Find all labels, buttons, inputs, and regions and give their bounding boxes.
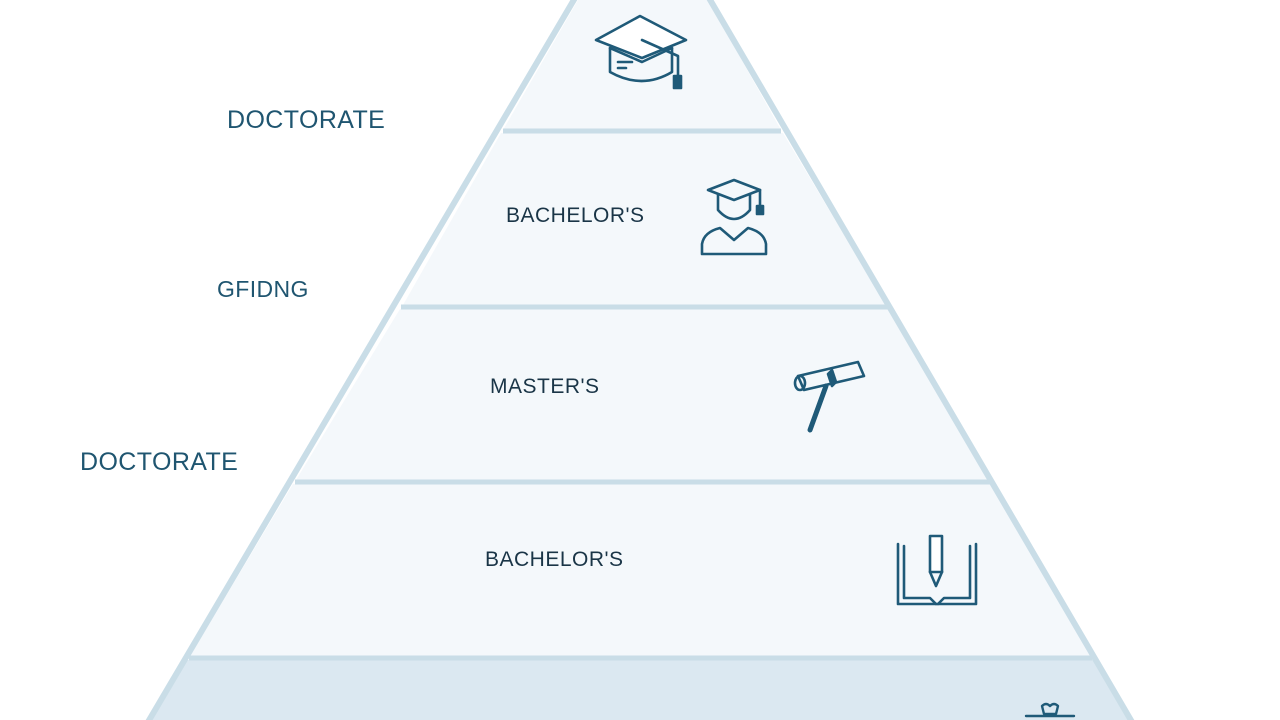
tier-1-shape [503,0,781,130]
diploma-scroll-icon [792,358,874,438]
pyramid-left-edge [145,0,578,720]
pyramid-right-edge [706,0,1135,720]
base-symbol-icon [1024,702,1076,720]
tier-2-label: BACHELOR'S [506,204,645,227]
tier-3-label: MASTER'S [490,375,600,398]
graduation-cap-icon [592,12,692,92]
side-label-doctorate-bottom: DOCTORATE [80,448,239,476]
book-pencil-icon [894,534,980,610]
tier-4-shape [190,484,1090,656]
tier-3-shape [296,309,988,480]
side-label-doctorate-top: DOCTORATE [227,106,386,134]
tier-4-label: BACHELOR'S [485,548,624,571]
tier-2-shape [403,133,886,305]
tier-5-shape [150,660,1128,720]
graduate-person-icon [698,178,772,258]
side-label-gfidng: GFIDNG [217,276,309,302]
